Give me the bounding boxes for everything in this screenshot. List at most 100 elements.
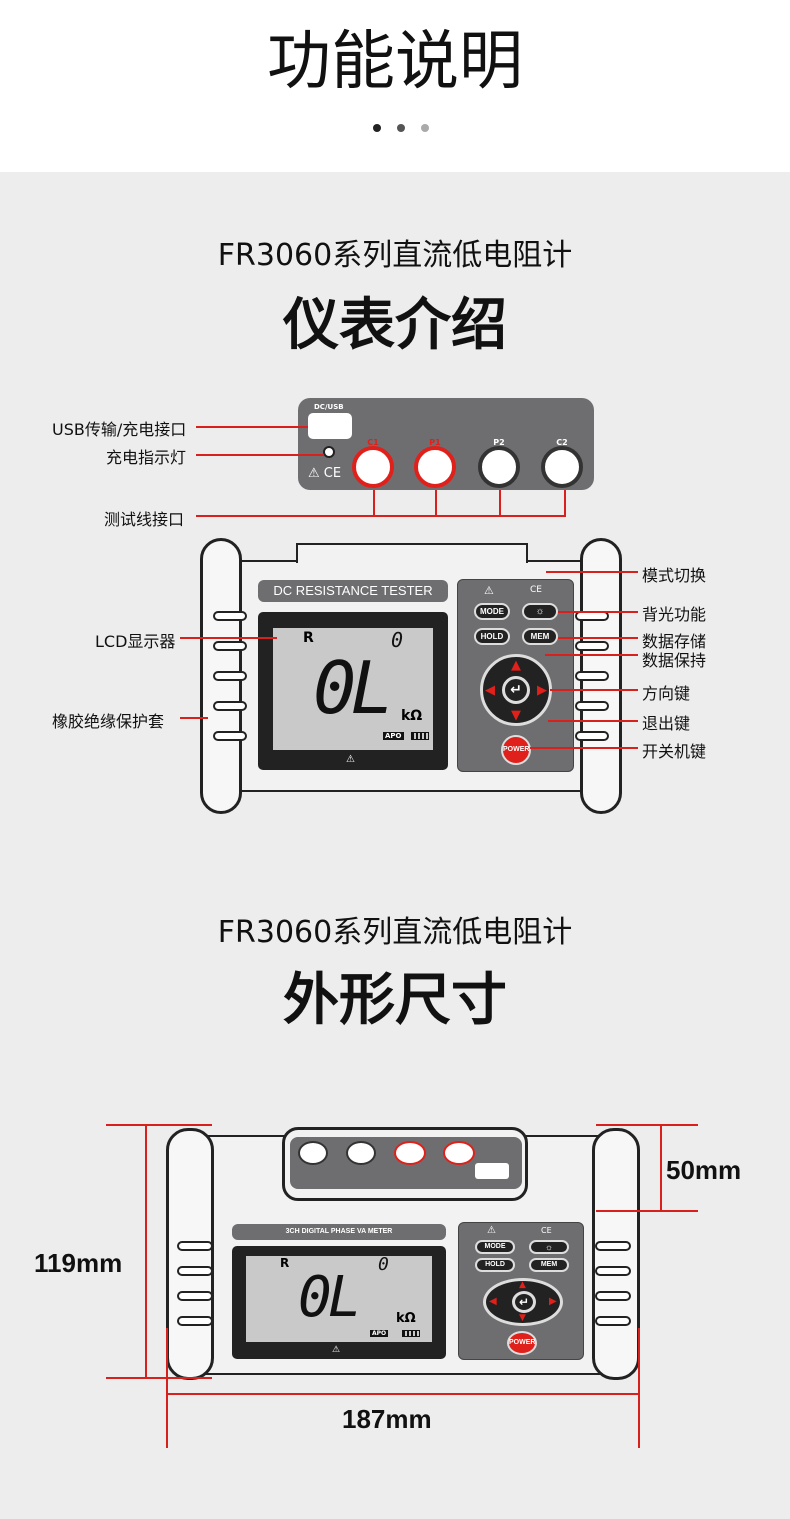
dimension-line — [596, 1210, 698, 1212]
mem-button[interactable]: MEM — [522, 628, 558, 645]
dimension-line — [166, 1393, 640, 1395]
callout-line — [545, 654, 638, 656]
enter-exit-button[interactable]: ↵ — [502, 676, 530, 704]
jack-c1 — [443, 1141, 475, 1165]
mode-button[interactable]: MODE — [475, 1240, 515, 1254]
top-connector-panel — [290, 1137, 522, 1189]
lcd-main-value: 0L — [298, 1265, 361, 1330]
rubber-grip-left — [166, 1128, 214, 1380]
arrow-down-icon[interactable]: ▼ — [511, 708, 521, 723]
callout-line — [373, 490, 375, 516]
jack-p1 — [414, 446, 456, 488]
backlight-button[interactable]: ☼ — [529, 1240, 569, 1254]
callout-lcd: LCD显示器 — [95, 632, 176, 651]
arrow-up-icon[interactable]: ▲ — [519, 1280, 526, 1290]
section-subtitle: FR3060系列直流低电阻计 — [217, 915, 573, 950]
jack-label: C2 — [556, 438, 568, 447]
battery-icon — [402, 1330, 420, 1337]
apo-indicator: APO — [370, 1330, 389, 1337]
ce-mark: CE — [541, 1226, 552, 1235]
usb-port — [308, 413, 352, 439]
callout-mode: 模式切换 — [642, 566, 707, 585]
direction-pad[interactable]: ▲ ▼ ◀ ▶ ↵ — [480, 654, 552, 726]
warning-icon: ⚠ — [487, 1225, 496, 1236]
warning-icon: ⚠ — [484, 584, 494, 597]
arrow-right-icon[interactable]: ▶ — [549, 1296, 557, 1307]
callout-charge-led: 充电指示灯 — [106, 448, 187, 467]
callout-line — [196, 454, 324, 456]
warning-icon: ⚠ — [346, 754, 355, 765]
section-title: 外形尺寸 — [283, 968, 507, 1033]
callout-line — [548, 720, 638, 722]
callout-test-leads: 测试线接口 — [104, 510, 185, 529]
section-title: 仪表介绍 — [283, 293, 507, 358]
dimension-line — [106, 1124, 212, 1126]
lcd-unit: kΩ — [396, 1311, 416, 1326]
lcd-main-value: 0L — [313, 646, 394, 730]
dimension-line — [145, 1124, 147, 1378]
jack-c2 — [541, 446, 583, 488]
backlight-button[interactable]: ☼ — [522, 603, 558, 620]
rubber-grip-right — [592, 1128, 640, 1380]
hold-button[interactable]: HOLD — [475, 1258, 515, 1272]
dimension-line — [638, 1328, 640, 1448]
mem-button[interactable]: MEM — [529, 1258, 569, 1272]
depth-dimension: 50mm — [666, 1155, 742, 1185]
arrow-left-icon[interactable]: ◀ — [485, 683, 495, 698]
arrow-down-icon[interactable]: ▼ — [519, 1313, 526, 1323]
top-connector-panel: DC/USB ⚠ CE C1 P1 P2 C2 — [298, 398, 594, 490]
hold-button[interactable]: HOLD — [474, 628, 510, 645]
callout-arrows: 方向键 — [642, 684, 691, 703]
callout-backlight: 背光功能 — [642, 605, 707, 624]
header-band — [0, 0, 790, 172]
arrow-up-icon[interactable]: ▲ — [511, 658, 521, 673]
callout-line — [564, 490, 566, 516]
keypad-panel: ⚠ CE MODE ☼ HOLD MEM ▲ ▼ ◀ ▶ ↵ POWER — [457, 579, 574, 772]
callout-line — [435, 490, 437, 516]
callout-power: 开关机键 — [642, 742, 707, 761]
power-button[interactable]: POWER — [507, 1331, 537, 1355]
power-button[interactable]: POWER — [501, 735, 531, 765]
lcd-unit: kΩ — [401, 708, 423, 724]
callout-line — [558, 611, 638, 613]
jack-label: P2 — [493, 438, 505, 447]
jack-p2 — [346, 1141, 376, 1165]
arrow-right-icon[interactable]: ▶ — [537, 683, 547, 698]
page-title: 功能说明 — [267, 25, 523, 99]
charge-led — [323, 446, 335, 458]
mode-button[interactable]: MODE — [474, 603, 510, 620]
callout-exit: 退出键 — [642, 714, 691, 733]
lcd-screen: R 0 0L kΩ APO — [273, 628, 433, 750]
enter-exit-button[interactable]: ↵ — [512, 1291, 536, 1313]
carousel-dot[interactable] — [421, 124, 429, 132]
jack-c1 — [352, 446, 394, 488]
callout-line — [180, 717, 208, 719]
keypad-panel: ⚠ CE MODE ☼ HOLD MEM ▲ ▼ ◀ ▶ ↵ POWER — [458, 1222, 584, 1360]
port-label: DC/USB — [314, 403, 344, 411]
device-name-plate: DC RESISTANCE TESTER — [258, 580, 448, 602]
jack-p2 — [478, 446, 520, 488]
lcd-sub-value: 0 — [378, 1254, 389, 1275]
lcd-frame: R 0 0L kΩ APO ⚠ — [258, 612, 448, 770]
carousel-dot[interactable] — [373, 124, 381, 132]
direction-pad[interactable]: ▲ ▼ ◀ ▶ ↵ — [483, 1278, 563, 1326]
callout-rubber: 橡胶绝缘保护套 — [52, 712, 165, 731]
apo-indicator: APO — [383, 732, 404, 740]
callout-line — [196, 515, 566, 517]
ce-mark: CE — [530, 585, 542, 595]
carousel-dot[interactable] — [397, 124, 405, 132]
dimension-line — [660, 1124, 662, 1212]
rubber-grip-right — [575, 538, 622, 814]
height-dimension: 119mm — [34, 1248, 123, 1278]
width-dimension: 187mm — [342, 1404, 432, 1434]
usb-port — [475, 1163, 509, 1179]
dimension-line — [106, 1377, 212, 1379]
jack-p1 — [394, 1141, 426, 1165]
rubber-grip-left — [200, 538, 247, 814]
lcd-screen: R 0 0L kΩ APO — [246, 1254, 432, 1342]
callout-line — [558, 637, 638, 639]
arrow-left-icon[interactable]: ◀ — [489, 1296, 497, 1307]
warning-icon: ⚠ — [332, 1345, 341, 1355]
callout-line — [196, 426, 308, 428]
lcd-frame: R 0 0L kΩ APO ⚠ — [232, 1246, 446, 1359]
